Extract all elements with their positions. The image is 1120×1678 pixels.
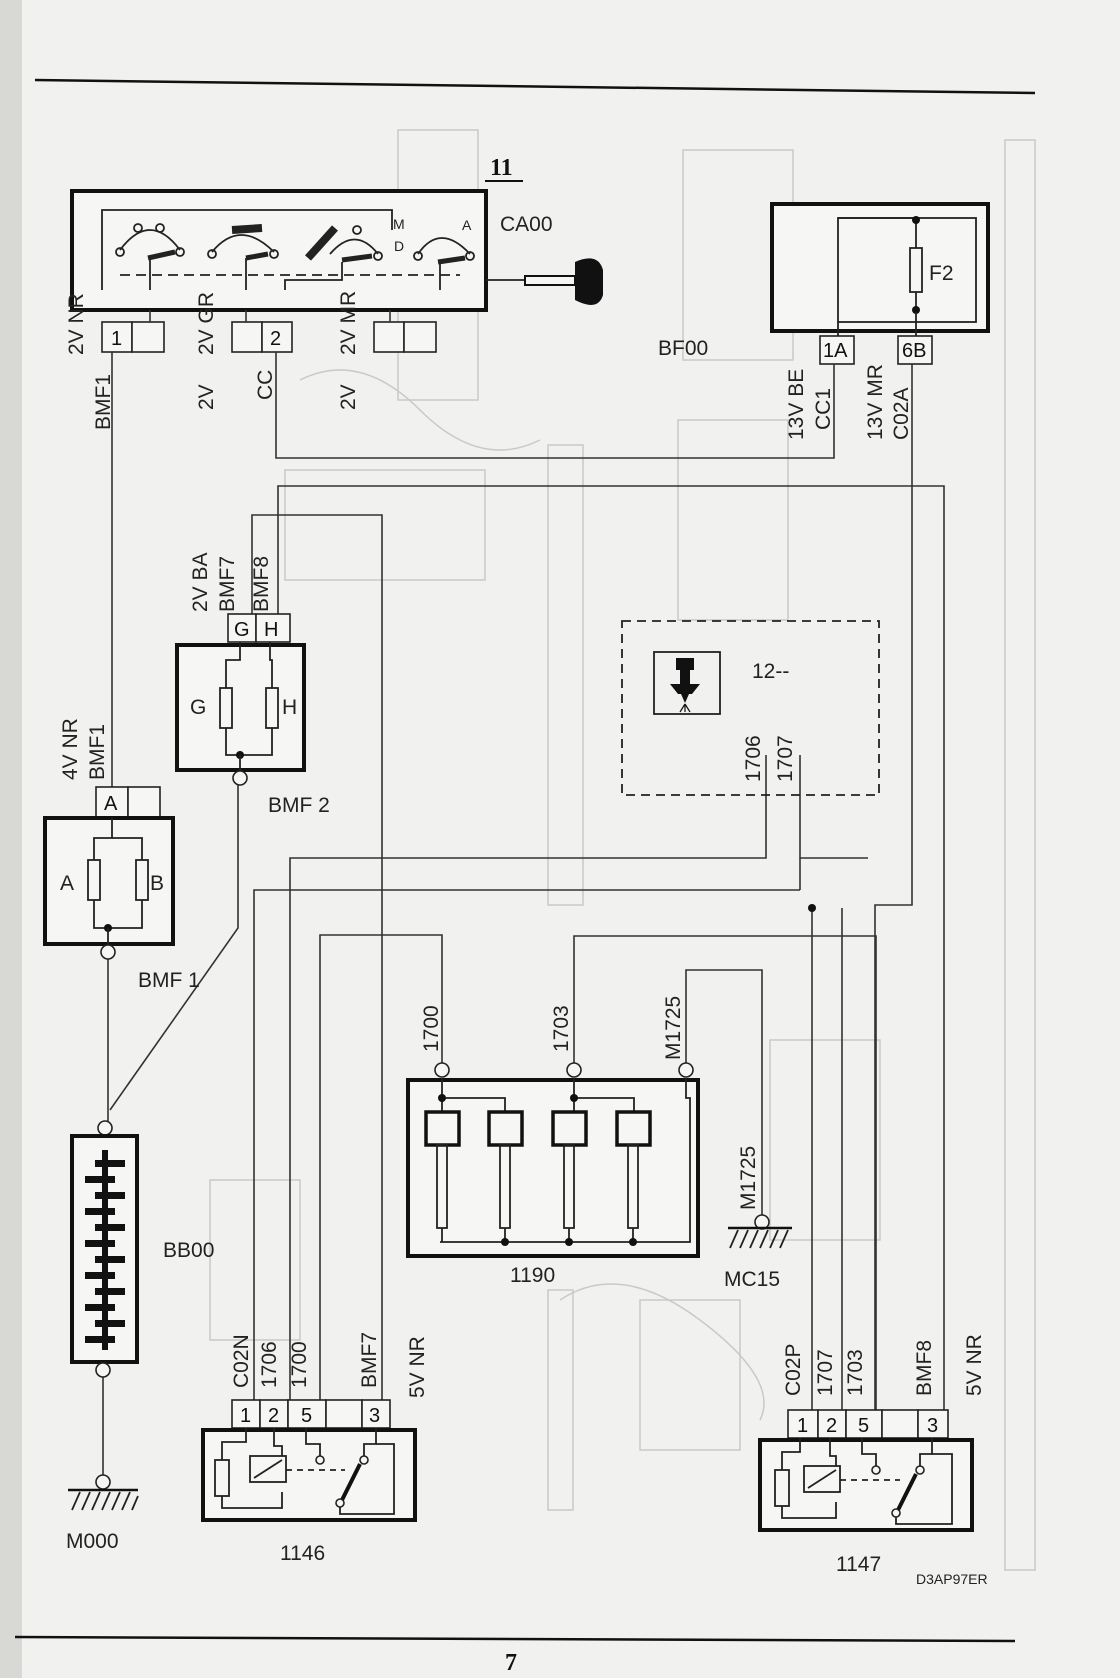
r1146-wire-c02n: C02N xyxy=(230,1334,253,1388)
bf00-label: BF00 xyxy=(658,337,708,360)
top-rule xyxy=(34,78,1036,95)
bf00-pin-1a: 1A xyxy=(823,340,848,362)
bmf2-wire-bmf7: BMF7 xyxy=(216,556,239,612)
ca00-connector: 1 2 xyxy=(101,321,437,353)
bmf2-wire-bmf8: BMF8 xyxy=(250,556,273,612)
r1147-conn-code: 5V NR xyxy=(963,1334,986,1396)
r1146-wire-1700: 1700 xyxy=(288,1341,311,1388)
ca00-pin-2: 2 xyxy=(270,328,281,350)
r1146-pin-3: 3 xyxy=(369,1405,380,1427)
injector-wire-1706: 1706 xyxy=(742,735,765,782)
fuse-f2-label: F2 xyxy=(929,262,954,285)
ca00-pin1-conn-code: 2V NR xyxy=(65,293,88,355)
r1147-pin-3: 3 xyxy=(927,1415,938,1437)
bleed-through-ghost-drawing xyxy=(209,129,1036,1571)
bmf2-fuse-box xyxy=(175,642,306,772)
r1147-pin-1: 1 xyxy=(797,1415,808,1437)
bmf2-pin-g: G xyxy=(234,619,250,641)
ca00-label: CA00 xyxy=(500,213,553,236)
drawing-code: D3AP97ER xyxy=(916,1571,988,1587)
injector-wire-1707: 1707 xyxy=(774,735,797,782)
mc15-label: MC15 xyxy=(724,1268,780,1291)
ca00-pin2-wire-cc: CC xyxy=(254,370,277,400)
bf00-fuse-box xyxy=(770,202,990,336)
bmf1-label: BMF 1 xyxy=(138,969,200,992)
c1190-wire-m1725: M1725 xyxy=(662,996,685,1060)
bmf1-wire-bmf1: BMF1 xyxy=(86,724,109,780)
r1147-wire-1707: 1707 xyxy=(814,1349,837,1396)
switch-position-m: M xyxy=(393,216,405,232)
wire-network xyxy=(102,352,945,1480)
page-number: 7 xyxy=(505,1650,517,1676)
r1146-label: 1146 xyxy=(280,1542,325,1565)
bmf2-fuse-h-label: H xyxy=(282,696,297,719)
r1147-wire-bmf8: BMF8 xyxy=(913,1340,936,1396)
m000-label: M000 xyxy=(66,1530,119,1553)
r1147-pin-2: 2 xyxy=(826,1415,837,1437)
bf00-pin-6b: 6B xyxy=(902,340,926,362)
bb00-label: BB00 xyxy=(163,1239,214,1262)
bmf2-label: BMF 2 xyxy=(268,794,330,817)
bmf1-fuse-box xyxy=(43,816,175,946)
r1147-label: 1147 xyxy=(836,1553,881,1576)
ca00-pin3-conn-code-2v: 2V xyxy=(337,384,360,410)
ca00-pin2-conn-code: 2V GR xyxy=(195,292,218,355)
r1146-wire-1706: 1706 xyxy=(258,1341,281,1388)
c1190-label: 1190 xyxy=(510,1264,555,1287)
switch-position-a: A xyxy=(462,217,472,233)
bmf2-conn-code: 2V BA xyxy=(189,552,212,612)
r1146-wire-bmf7: BMF7 xyxy=(358,1332,381,1388)
c1190-injector-group xyxy=(406,1078,700,1258)
bmf2-pin-h: H xyxy=(264,619,278,641)
injector-label: 12-- xyxy=(752,660,789,683)
mc15-wire-m1725: M1725 xyxy=(737,1146,760,1210)
r1146-pin-2: 2 xyxy=(268,1405,279,1427)
injector-icon xyxy=(670,658,700,713)
bmf1-conn-code: 4V NR xyxy=(59,718,82,780)
r1146-conn-code: 5V NR xyxy=(406,1336,429,1398)
r1147-relay xyxy=(758,1438,974,1532)
r1146-relay xyxy=(201,1428,417,1522)
key-icon xyxy=(575,258,603,305)
injector-module xyxy=(621,620,880,796)
ca00-box xyxy=(70,189,488,312)
r1146-pin-1: 1 xyxy=(240,1405,251,1427)
bmf2-fuse-g-label: G xyxy=(190,696,206,719)
bmf1-pin-a: A xyxy=(104,793,118,815)
bf00-1a-conn-code: 13V BE xyxy=(785,369,808,440)
c1190-wire-1700: 1700 xyxy=(420,1005,443,1052)
bmf1-connector: A xyxy=(95,786,161,818)
ca00-ignition-switch: M A D xyxy=(70,189,603,312)
m000-ground-icon xyxy=(68,1474,139,1511)
section-number: 11 xyxy=(490,155,513,181)
bf00-connector: 1A 6B xyxy=(819,335,933,365)
r1147-wire-1703: 1703 xyxy=(844,1349,867,1396)
r1147-wire-c02p: C02P xyxy=(782,1343,805,1396)
r1146-connector: 1 2 5 3 xyxy=(231,1399,391,1429)
mc15-ground-icon xyxy=(728,1214,792,1249)
bf00-6b-wire-c02a: C02A xyxy=(890,387,913,440)
bottom-rule xyxy=(14,1635,1016,1643)
ca00-pin1-wire-bmf1: BMF1 xyxy=(92,374,115,430)
bf00-1a-wire-cc1: CC1 xyxy=(812,388,835,430)
switch-position-d: D xyxy=(394,238,404,254)
bmf2-connector: G H xyxy=(227,613,291,643)
c1190-wire-1703: 1703 xyxy=(550,1005,573,1052)
bmf1-fuse-b-label: B xyxy=(150,872,164,895)
r1147-connector: 1 2 5 3 xyxy=(787,1409,949,1439)
bb00-battery xyxy=(70,1134,139,1364)
ca00-pin2-conn-code-2v: 2V xyxy=(195,384,218,410)
r1146-pin-5: 5 xyxy=(301,1405,312,1427)
ca00-pin3-conn-code: 2V MR xyxy=(337,291,360,355)
page-binding-shadow xyxy=(0,0,22,1678)
bf00-6b-conn-code: 13V MR xyxy=(864,364,887,440)
ca00-pin-1: 1 xyxy=(111,328,122,350)
key-blade xyxy=(524,275,576,286)
bmf1-fuse-a-label: A xyxy=(60,872,74,895)
r1147-pin-5: 5 xyxy=(858,1415,869,1437)
